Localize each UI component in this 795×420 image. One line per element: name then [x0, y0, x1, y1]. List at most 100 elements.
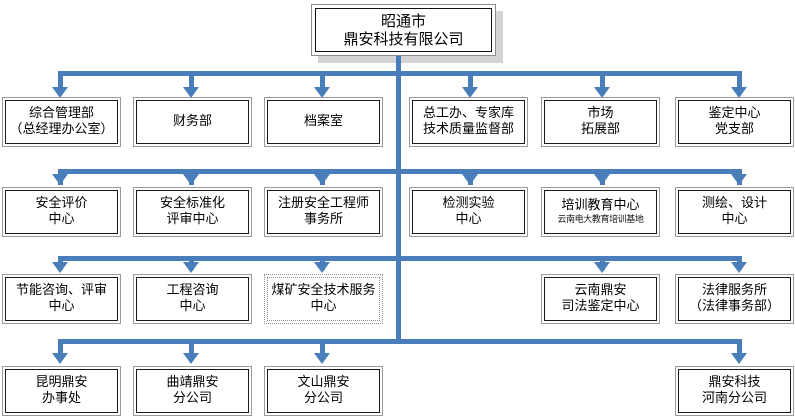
node-line1: 综合管理部	[28, 106, 94, 122]
node-line1: 鼎安科技	[708, 375, 761, 391]
node-meikuang-anquan-jishu-fuwu-text: 煤矿安全技术服务 中心	[267, 277, 380, 321]
node-line1: 法律服务所	[701, 283, 767, 299]
node-zonghe-guanli-bu-text: 综合管理部 （总经理办公室）	[5, 100, 118, 144]
node-gongcheng-zixun-zhongxin[interactable]: 工程咨询 中心	[133, 274, 252, 324]
node-line2: 河南分公司	[701, 391, 767, 406]
node-line2: 分公司	[172, 391, 212, 406]
arrow-l2-c1	[52, 174, 68, 185]
node-line2: 事务所	[303, 212, 343, 227]
connector-drop-l1-c6	[737, 71, 742, 90]
arrow-l2-c5	[594, 174, 610, 185]
arrow-l4-c3	[314, 353, 330, 364]
node-line1: 节能咨询、评审	[15, 283, 107, 299]
node-jieneng-zixun-pingshen-text: 节能咨询、评审 中心	[5, 277, 118, 321]
node-line1: 曲靖鼎安	[166, 375, 219, 391]
node-jieneng-zixun-pingshen[interactable]: 节能咨询、评审 中心	[2, 274, 121, 324]
node-line1: 文山鼎安	[297, 375, 350, 391]
node-line2: 中心	[310, 299, 337, 314]
node-line2: 中心	[455, 212, 482, 227]
node-line2: 中心	[721, 212, 748, 227]
node-anquan-pingjia-zhongxin-text: 安全评价 中心	[5, 190, 118, 234]
node-line2: 中心	[48, 212, 75, 227]
node-dingan-keji-henan-fengongsi[interactable]: 鼎安科技 河南分公司	[675, 366, 794, 416]
connector-bus-level3	[58, 256, 742, 261]
node-line2: （法律事务部）	[688, 299, 780, 314]
node-line1: 安全评价	[35, 196, 88, 212]
node-root-line2: 鼎安科技有限公司	[343, 30, 464, 48]
node-caiwu-bu[interactable]: 财务部	[133, 97, 252, 147]
node-wenshan-dingan-fengongsi-text: 文山鼎安 分公司	[267, 369, 380, 413]
node-line2: 党支部	[714, 122, 754, 137]
node-line2: 办事处	[41, 391, 81, 406]
node-line1: 鉴定中心	[708, 106, 761, 122]
node-cehui-sheji-zhongxin[interactable]: 测绘、设计 中心	[675, 187, 794, 237]
arrow-l2-c6	[731, 174, 747, 185]
arrow-l1-c1	[52, 87, 68, 98]
arrow-l3-c1	[52, 262, 68, 273]
node-line1: 财务部	[172, 114, 212, 130]
connector-bus-level4	[58, 339, 742, 344]
node-anquan-biaozhunhua-pingshen-text: 安全标准化 评审中心	[136, 190, 249, 234]
node-line1: 昆明鼎安	[35, 375, 88, 391]
node-anquan-pingjia-zhongxin[interactable]: 安全评价 中心	[2, 187, 121, 237]
arrow-l2-c2	[183, 174, 199, 185]
connector-drop-l1-c2	[189, 71, 194, 90]
node-zhuce-anquan-gongchengshi[interactable]: 注册安全工程师 事务所	[264, 187, 383, 237]
node-line1: 安全标准化	[159, 196, 225, 212]
node-line1: 云南鼎安	[574, 283, 627, 299]
arrow-l1-c3	[314, 87, 330, 98]
node-jianding-zhongxin-dangzhibu[interactable]: 鉴定中心 党支部	[675, 97, 794, 147]
node-zonghe-guanli-bu[interactable]: 综合管理部 （总经理办公室）	[2, 97, 121, 147]
connector-drop-l4-c3	[320, 339, 325, 354]
node-line1: 测绘、设计	[701, 196, 767, 212]
node-subtitle: 云南电大教育培训基地	[557, 214, 644, 225]
node-dangan-shi[interactable]: 档案室	[264, 97, 383, 147]
node-yunnan-dingan-sifa-jianding-text: 云南鼎安 司法鉴定中心	[544, 277, 657, 321]
connector-drop-l1-c1	[58, 71, 63, 90]
connector-drop-l1-c4	[468, 71, 473, 90]
node-jianding-zhongxin-dangzhibu-text: 鉴定中心 党支部	[678, 100, 791, 144]
node-gongcheng-zixun-zhongxin-text: 工程咨询 中心	[136, 277, 249, 321]
node-root-company[interactable]: 昭通市 鼎安科技有限公司	[311, 4, 496, 56]
node-line2: 技术质量监督部	[422, 122, 514, 137]
node-line1: 总工办、专家库	[422, 106, 514, 122]
node-line1: 培训教育中心	[561, 198, 640, 214]
node-line2: 评审中心	[166, 212, 219, 227]
arrow-l1-c6	[731, 87, 747, 98]
node-peixun-jiaoyu-zhongxin[interactable]: 培训教育中心 云南电大教育培训基地	[541, 187, 660, 237]
node-shichang-tuozhan-bu-text: 市场 拓展部	[544, 100, 657, 144]
node-yunnan-dingan-sifa-jianding[interactable]: 云南鼎安 司法鉴定中心	[541, 274, 660, 324]
node-line2: 司法鉴定中心	[561, 299, 640, 314]
node-zhuce-anquan-gongchengshi-text: 注册安全工程师 事务所	[267, 190, 380, 234]
node-meikuang-anquan-jishu-fuwu[interactable]: 煤矿安全技术服务 中心	[264, 274, 383, 324]
arrow-l1-c5	[594, 87, 610, 98]
node-wenshan-dingan-fengongsi[interactable]: 文山鼎安 分公司	[264, 366, 383, 416]
connector-drop-l4-c2	[189, 339, 194, 354]
arrow-l2-c4	[462, 174, 478, 185]
node-anquan-biaozhunhua-pingshen[interactable]: 安全标准化 评审中心	[133, 187, 252, 237]
node-falv-fuwusuo[interactable]: 法律服务所 （法律事务部）	[675, 274, 794, 324]
arrow-l3-c2	[183, 262, 199, 273]
arrow-l3-c3	[314, 262, 330, 273]
node-line1: 工程咨询	[166, 283, 219, 299]
node-line2: （总经理办公室）	[9, 122, 114, 137]
node-caiwu-bu-text: 财务部	[136, 100, 249, 144]
node-dingan-keji-henan-fengongsi-text: 鼎安科技 河南分公司	[678, 369, 791, 413]
node-zonggongban-zhuanjiaku-text: 总工办、专家库 技术质量监督部	[412, 100, 525, 144]
connector-drop-l4-c1	[58, 339, 63, 354]
node-shichang-tuozhan-bu[interactable]: 市场 拓展部	[541, 97, 660, 147]
connector-bus-level1	[58, 71, 742, 76]
node-jiance-shiyan-zhongxin-text: 检测实验 中心	[412, 190, 525, 234]
node-falv-fuwusuo-text: 法律服务所 （法律事务部）	[678, 277, 791, 321]
arrow-l3-c5	[594, 262, 610, 273]
node-peixun-jiaoyu-zhongxin-text: 培训教育中心 云南电大教育培训基地	[544, 190, 657, 234]
node-zonggongban-zhuanjiaku[interactable]: 总工办、专家库 技术质量监督部	[409, 97, 528, 147]
node-line1: 煤矿安全技术服务	[271, 283, 376, 299]
node-dangan-shi-text: 档案室	[267, 100, 380, 144]
node-qujing-dingan-fengongsi[interactable]: 曲靖鼎安 分公司	[133, 366, 252, 416]
node-jiance-shiyan-zhongxin[interactable]: 检测实验 中心	[409, 187, 528, 237]
node-root-line1: 昭通市	[380, 11, 426, 30]
node-line1: 档案室	[303, 114, 343, 130]
node-kunming-dingan-banshichu[interactable]: 昆明鼎安 办事处	[2, 366, 121, 416]
